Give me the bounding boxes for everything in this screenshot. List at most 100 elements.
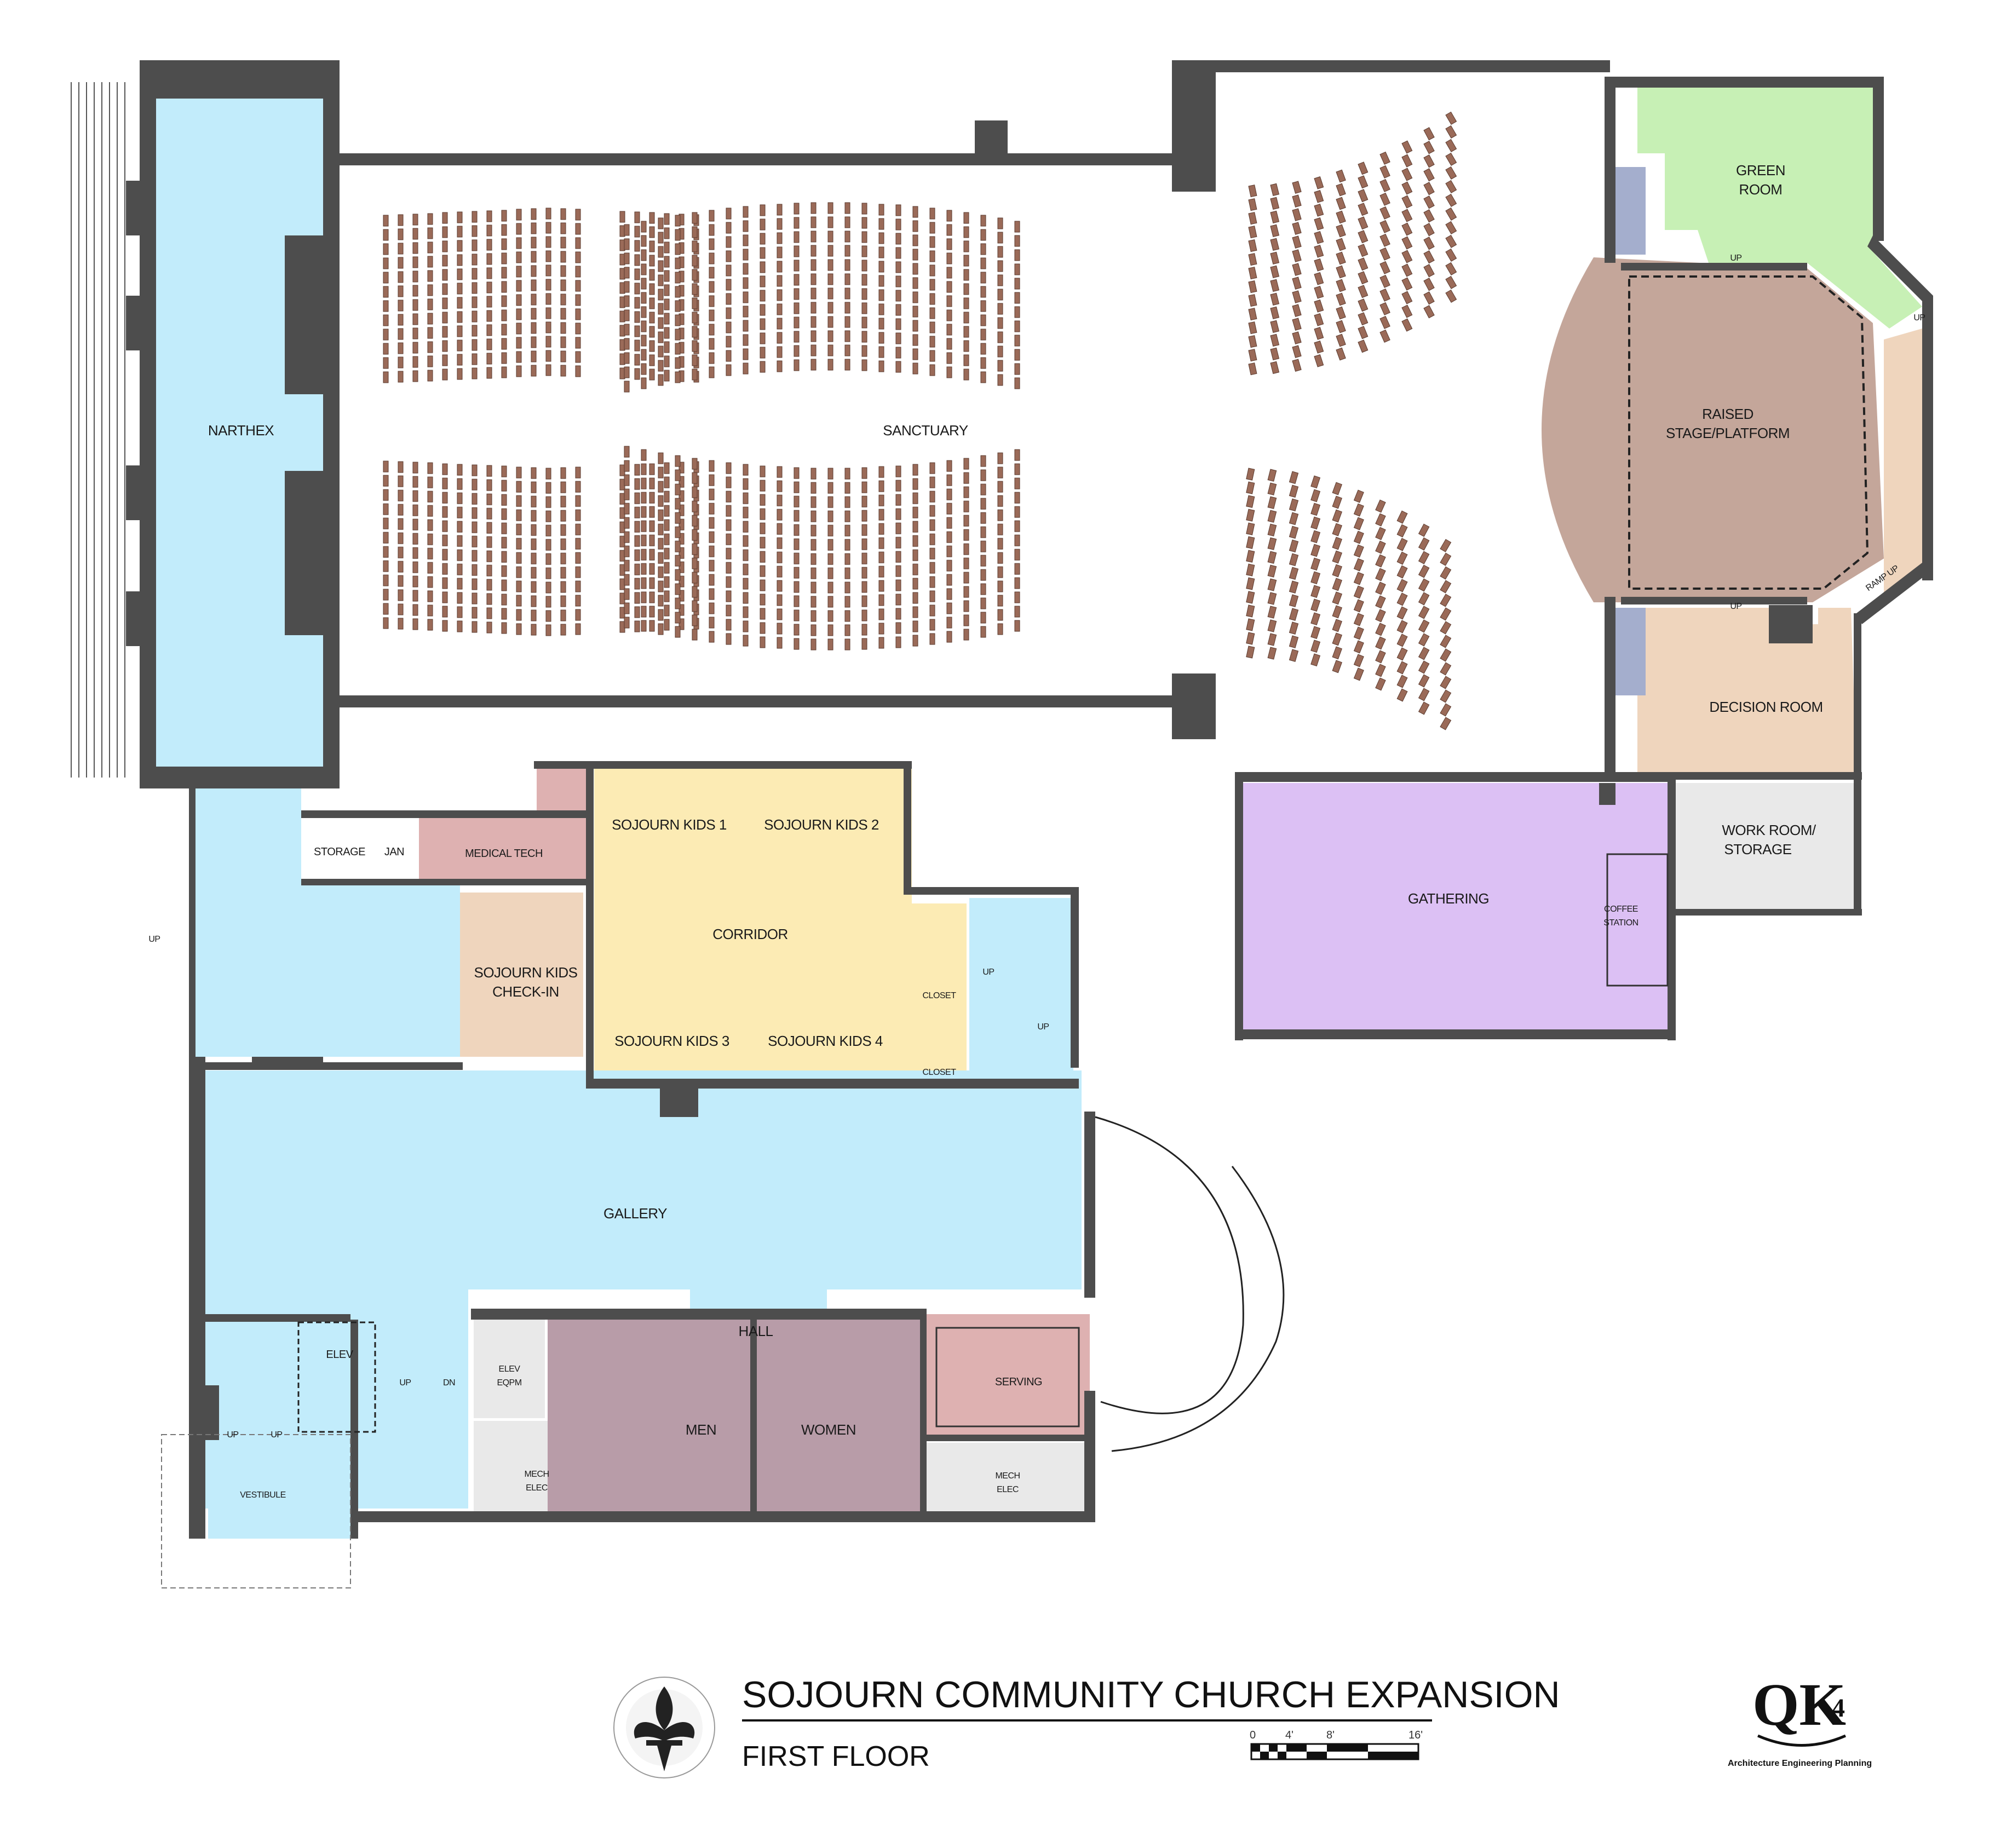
pew (641, 520, 647, 532)
pew (726, 633, 732, 645)
pew (575, 337, 581, 349)
pew (457, 521, 463, 533)
pew (1267, 482, 1277, 496)
pew (929, 476, 935, 488)
label-gallery: GALLERY (603, 1205, 667, 1222)
pew (457, 549, 463, 561)
pew (1358, 244, 1369, 257)
label-work-room: STORAGE (1724, 841, 1791, 857)
pew (760, 261, 766, 273)
wall (140, 60, 156, 788)
pew (1246, 618, 1255, 631)
pew (1379, 302, 1390, 315)
pew (1014, 620, 1020, 632)
pew (895, 537, 901, 549)
label-kids-3: SOJOURN KIDS 3 (614, 1033, 729, 1049)
label-serving: SERVING (995, 1376, 1042, 1388)
pew (810, 273, 817, 285)
pew (658, 552, 664, 564)
pew (997, 346, 1003, 358)
pew (810, 231, 817, 243)
pew (1292, 318, 1302, 331)
pew (472, 550, 478, 562)
pew (946, 324, 952, 336)
pew (895, 290, 901, 302)
stage-edge (1628, 275, 1869, 590)
pew (412, 299, 418, 311)
pew (777, 608, 783, 620)
pew (1353, 572, 1364, 585)
pew (692, 226, 698, 238)
pew (531, 609, 537, 621)
sanctuary-pews (383, 111, 1457, 730)
pew (997, 623, 1003, 635)
elev-eqpm-fill (474, 1320, 545, 1418)
pew (1336, 320, 1346, 333)
pew (1014, 363, 1020, 375)
pew (486, 536, 492, 548)
pew (427, 548, 433, 560)
pew (1289, 649, 1299, 662)
pew (679, 462, 685, 474)
pew (794, 524, 800, 536)
pew (861, 217, 867, 229)
pew (679, 490, 685, 502)
label-medical-tech: MEDICAL TECH (465, 848, 543, 860)
pew (963, 600, 969, 612)
pew (442, 312, 448, 324)
pew (442, 269, 448, 281)
pew (827, 539, 833, 551)
pew (412, 327, 418, 339)
pew (442, 463, 448, 475)
pew (649, 212, 655, 224)
pew (516, 523, 522, 536)
pew (383, 617, 389, 629)
pew (1336, 238, 1346, 251)
pew (743, 362, 749, 375)
pew (679, 604, 685, 616)
pew (760, 622, 766, 634)
pew (560, 496, 566, 508)
pew (1289, 608, 1299, 621)
pew (1423, 195, 1435, 209)
pew (912, 464, 918, 476)
pew (486, 224, 492, 237)
pew (929, 307, 935, 319)
pew (1289, 553, 1299, 566)
pew (1401, 291, 1413, 304)
pew (457, 563, 463, 575)
pew (726, 590, 732, 602)
pew (895, 218, 901, 231)
pew (997, 374, 1003, 386)
pew (980, 329, 986, 341)
pew (649, 312, 655, 324)
label-dn: DN (443, 1378, 455, 1388)
pew (726, 293, 732, 305)
pew (658, 260, 664, 272)
pew (398, 285, 404, 297)
pew (1336, 292, 1346, 306)
pew (531, 481, 537, 493)
pew (664, 505, 670, 517)
label-up: UP (1913, 313, 1925, 323)
pew (963, 543, 969, 555)
pew (963, 212, 969, 224)
pew (1423, 278, 1435, 291)
pew (980, 526, 986, 538)
pew (531, 510, 537, 522)
pew (1401, 154, 1413, 168)
pew (675, 343, 681, 355)
wall (1867, 235, 1933, 307)
pew (963, 586, 969, 598)
pew (844, 553, 850, 565)
pew (664, 533, 670, 545)
pew (412, 504, 418, 516)
pew (1336, 210, 1346, 224)
pew (1248, 335, 1257, 348)
pew (501, 267, 507, 279)
pew (679, 561, 685, 573)
wall (301, 810, 586, 818)
pew (383, 215, 389, 227)
pew (997, 246, 1003, 258)
pew (472, 507, 478, 519)
